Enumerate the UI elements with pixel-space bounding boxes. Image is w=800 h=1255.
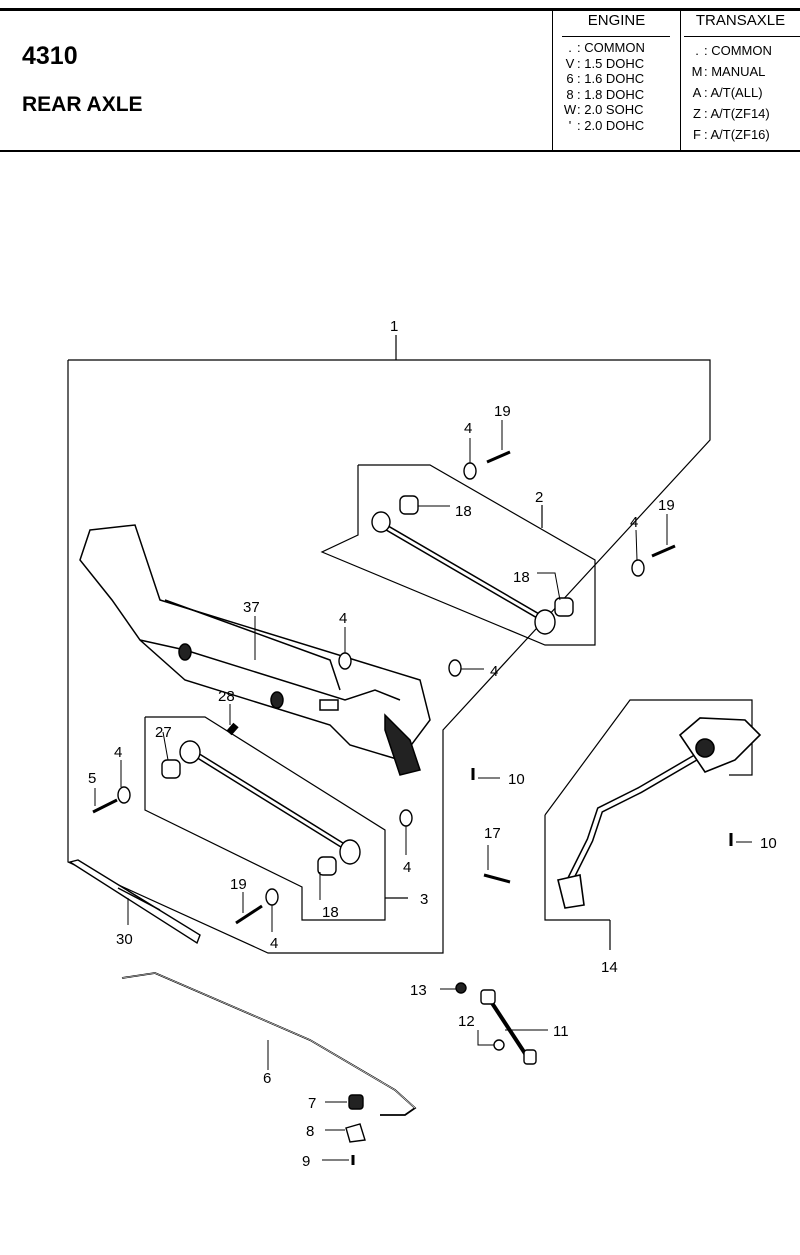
callout-9: 9 [302, 1153, 310, 1170]
bolt [651, 544, 676, 558]
transaxle-row: Z: A/T(ZF14) [693, 106, 770, 121]
table-divider-left [552, 10, 553, 150]
callout-28: 28 [218, 688, 235, 705]
callout-1: 1 [390, 318, 398, 335]
callout-19: 19 [658, 497, 675, 514]
trailing-arm [557, 717, 762, 909]
bushing [554, 597, 574, 617]
bolt [235, 904, 263, 925]
callout-37: 37 [243, 599, 260, 616]
engine-row: V: 1.5 DOHC [565, 55, 645, 71]
callout-5: 5 [88, 770, 96, 787]
exploded-parts-diagram: 1 19 4 18 2 4 19 18 37 4 4 28 27 4 5 10 … [67, 318, 777, 1170]
assembly-3-outline [144, 716, 386, 921]
engine-heading-rule [562, 36, 670, 37]
transaxle-row: F: A/T(ZF16) [693, 127, 770, 142]
bolt [483, 873, 511, 884]
bolt [486, 450, 511, 464]
shield-bar [68, 859, 201, 945]
callout-17: 17 [484, 825, 501, 842]
engine-row: 8: 1.8 DOHC [566, 86, 645, 102]
bolt [92, 798, 118, 814]
rear-lateral-rod-upper [371, 511, 556, 635]
callout-4: 4 [270, 935, 278, 952]
stabilizer-bracket [345, 1123, 366, 1143]
callout-6: 6 [263, 1070, 271, 1087]
group-title: REAR AXLE [22, 93, 143, 116]
washer [399, 809, 413, 827]
title-block: 4310 REAR AXLE ENGINE TRANSAXLE .: COMMO… [0, 0, 800, 152]
callout-11: 11 [553, 1023, 569, 1040]
bottom-rule [0, 150, 800, 152]
washer [448, 659, 462, 677]
callout-19: 19 [230, 876, 247, 893]
callout-2: 2 [535, 489, 543, 506]
callout-27: 27 [155, 724, 172, 741]
callout-4: 4 [114, 744, 122, 761]
callout-14: 14 [601, 959, 618, 976]
callout-18: 18 [513, 569, 530, 586]
transaxle-heading: TRANSAXLE [695, 12, 786, 29]
bushing [399, 495, 419, 515]
callout-12: 12 [458, 1013, 475, 1030]
callout-10: 10 [760, 835, 777, 852]
stabilizer-bar [121, 972, 417, 1116]
callout-8: 8 [306, 1123, 314, 1140]
transaxle-row: .: COMMON [695, 43, 772, 58]
callout-18: 18 [322, 904, 339, 921]
engine-row: .: COMMON [568, 40, 645, 55]
callout-3: 3 [420, 891, 428, 908]
transaxle-heading-rule [684, 36, 800, 37]
callout-4: 4 [630, 514, 638, 531]
engine-row: ': 2.0 DOHC [568, 117, 645, 133]
transaxle-row: A: A/T(ALL) [692, 85, 763, 100]
group-code: 4310 [22, 42, 78, 70]
washer [631, 559, 645, 577]
callout-18: 18 [455, 503, 472, 520]
bolt [226, 722, 239, 736]
washer [463, 462, 477, 480]
assembly-14-outline [544, 699, 753, 816]
engine-heading: ENGINE [587, 12, 646, 29]
rear-lateral-rod-lower [179, 740, 361, 865]
callout-30: 30 [116, 931, 133, 948]
bushing [161, 759, 181, 779]
stabilizer-link [455, 982, 537, 1065]
callout-4: 4 [339, 610, 347, 627]
callout-19: 19 [494, 403, 511, 420]
transaxle-legend: .: COMMON M: MANUAL A: A/T(ALL) Z: A/T(Z… [690, 40, 772, 145]
callout-4: 4 [403, 859, 411, 876]
table-divider-mid [680, 10, 681, 150]
transaxle-row: M: MANUAL [691, 64, 766, 79]
callout-13: 13 [410, 982, 427, 999]
washer [265, 888, 279, 906]
assembly-2-outline [320, 464, 596, 646]
bushing [317, 856, 337, 876]
stabilizer-bushing [348, 1094, 364, 1110]
washer [338, 652, 352, 670]
washer [117, 786, 131, 804]
callout-4: 4 [490, 663, 498, 680]
callout-10: 10 [508, 771, 525, 788]
callout-7: 7 [308, 1095, 316, 1112]
engine-row: W: 2.0 SOHC [563, 102, 644, 117]
engine-row: 6: 1.6 DOHC [566, 71, 645, 86]
top-rule [0, 8, 800, 11]
engine-legend: .: COMMON V: 1.5 DOHC 6: 1.6 DOHC 8: 1.8… [563, 40, 645, 133]
callout-4: 4 [464, 420, 472, 437]
